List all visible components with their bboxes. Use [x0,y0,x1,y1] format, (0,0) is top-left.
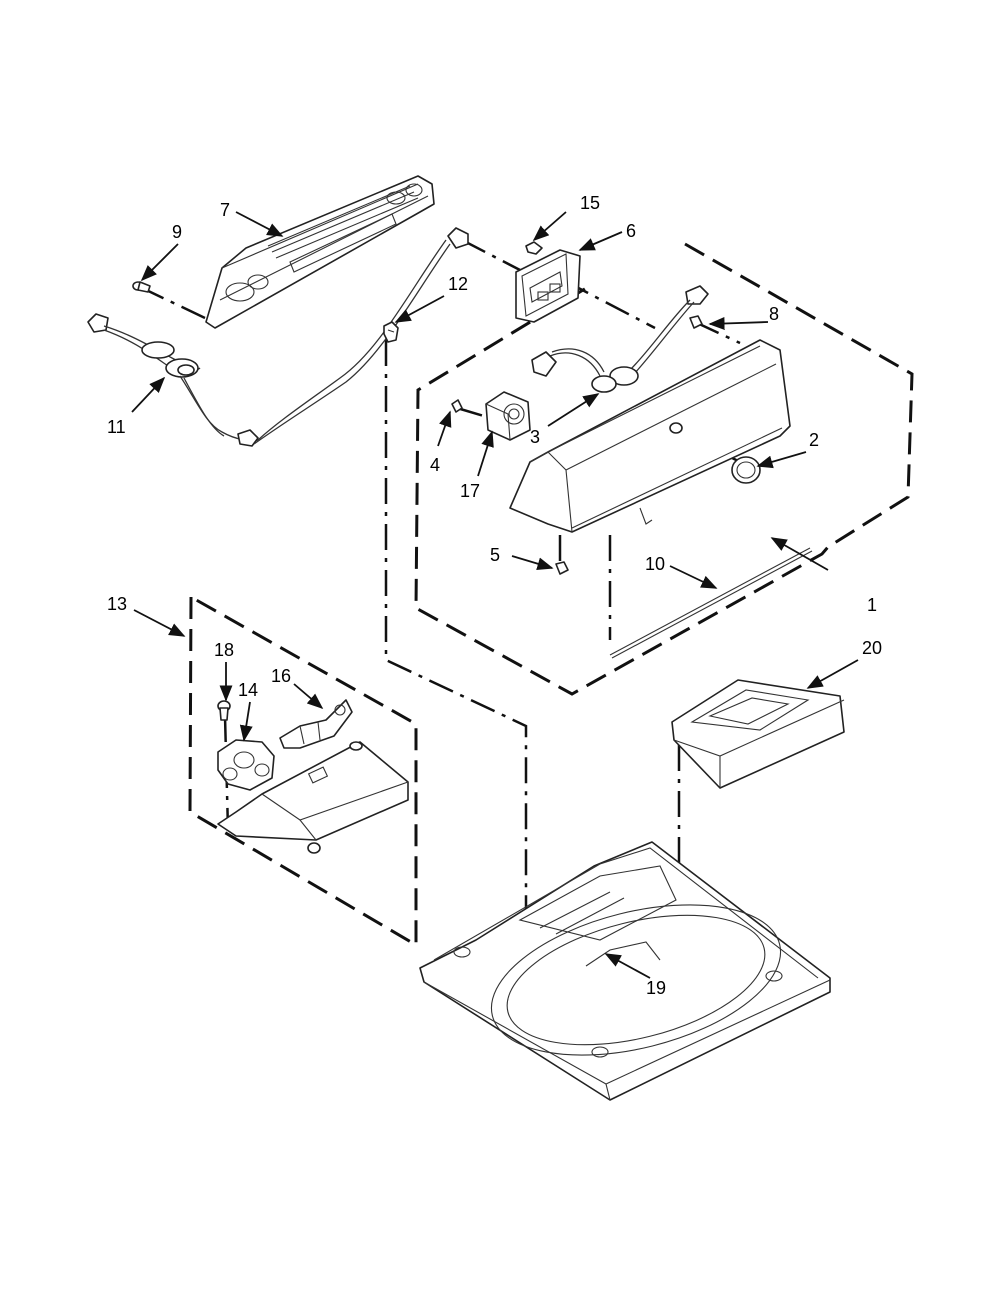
callout-12: 12 [448,274,468,294]
control-housing-part-1 [509,339,791,533]
control-board-part-6 [515,249,581,323]
callout-9: 9 [172,222,182,242]
callout-11: 11 [107,417,126,437]
callout-14: 14 [238,680,258,700]
callout-19: 19 [646,978,666,998]
assembly-line-6 [564,279,656,330]
assembly-line-9 [139,285,206,320]
connector-part-16 [279,699,353,749]
valve-part-14 [217,739,275,791]
callout-7: 7 [220,200,230,220]
callout-2: 2 [809,430,819,450]
callout-13: 13 [107,594,127,614]
console-group-boundary [414,242,914,696]
callout-10: 10 [645,554,665,574]
callout-17: 17 [460,481,480,501]
console-panel-part [205,175,435,329]
callout-20: 20 [862,638,882,658]
callout-5: 5 [490,545,500,565]
assembly-line-hose-to-base [384,340,528,950]
harness-part-11 [87,227,469,447]
washer-top-part-19 [419,841,831,1101]
callout-4: 4 [430,455,440,475]
rod-part-10 [609,547,813,659]
dispenser-part-20 [671,679,845,789]
screw-part-15 [525,241,543,255]
switch-part-17 [485,391,531,441]
callout-1: 1 [867,595,877,615]
wire-harness-part-3 [531,285,709,393]
valve-group-boundary [188,594,418,948]
leader-arrows [131,211,859,979]
callout-8: 8 [769,304,779,324]
callout-6: 6 [626,221,636,241]
screw-part-5 [555,561,569,575]
knob-part-2 [669,422,761,484]
screw-part-9 [132,281,151,293]
bracket-part-13 [217,741,409,854]
screw-part-18 [217,700,231,721]
assembly-line-4 [456,406,485,418]
callout-16: 16 [271,666,291,686]
callout-3: 3 [530,427,540,447]
callout-15: 15 [580,193,600,213]
assembly-line-8 [694,320,741,345]
clip-part-12 [383,321,399,343]
assembly-line-hose-top [461,238,521,272]
callout-18: 18 [214,640,234,660]
screw-part-8 [689,315,703,329]
screw-part-4 [451,399,463,413]
